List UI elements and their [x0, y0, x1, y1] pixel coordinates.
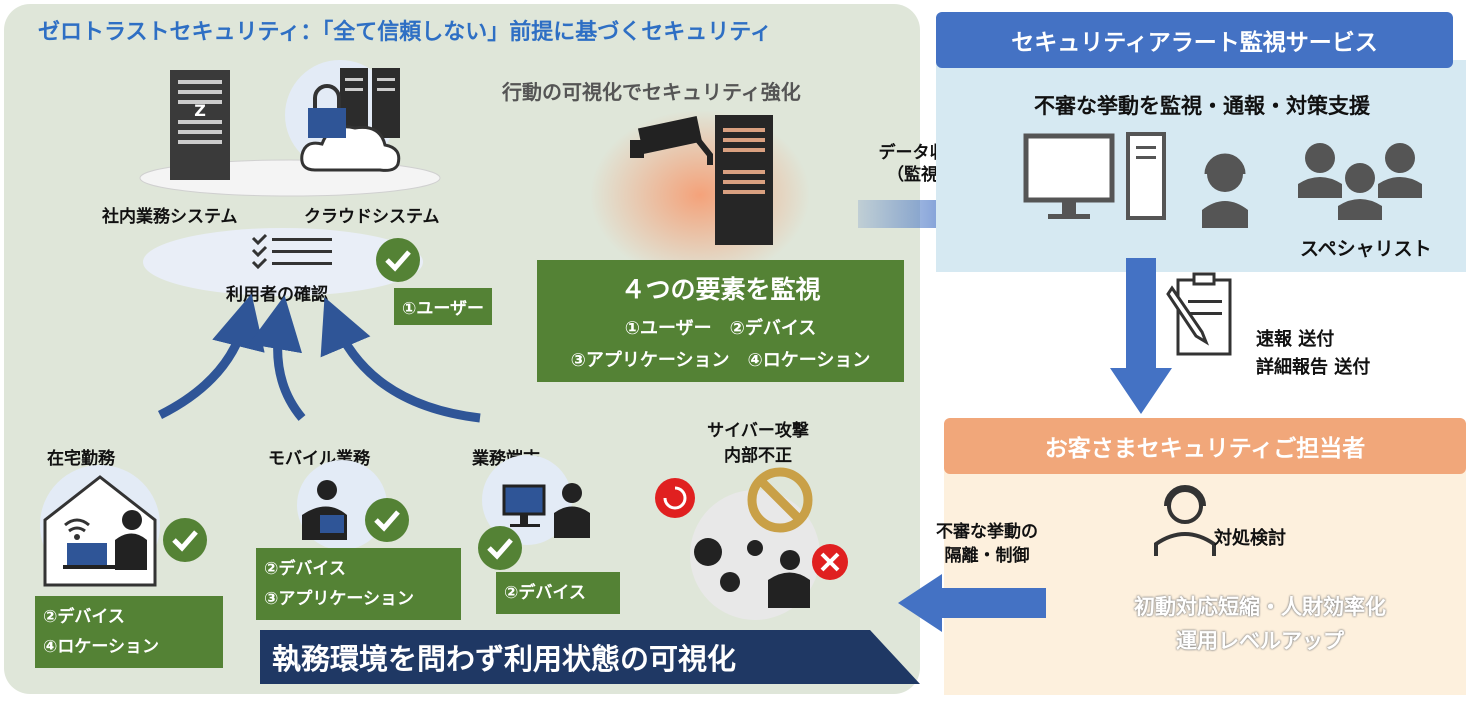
lock-icon: [308, 84, 346, 138]
server-platform-graphic: Z: [139, 60, 441, 197]
threats-graphic: [655, 467, 848, 620]
camera-icon: [630, 116, 713, 165]
monitor-elements-box: ４つの要素を監視 ①ユーザー ②デバイス ③アプリケーション ④ロケーション: [537, 260, 904, 382]
svg-text:Z: Z: [194, 101, 206, 120]
visualization-subtitle: 行動の可視化でセキュリティ強化: [502, 80, 801, 104]
verify-ellipse: [143, 228, 423, 296]
mobile-work-tags: ②デバイス ③アプリケーション: [256, 548, 461, 620]
hacker-icon: [768, 550, 810, 608]
zero-trust-title: ゼロトラストセキュリティ：「全て信頼しない」前提に基づくセキュリティ: [38, 20, 772, 45]
isolation-control-label: 隔離・制御: [944, 546, 1030, 566]
benefit-texts: 初動対応短縮・人財効率化 運用レベルアップ: [1050, 590, 1470, 658]
mobile-work-tag-device: ②デバイス: [264, 559, 346, 579]
check-circle-icon: [478, 526, 522, 570]
server-icon: [715, 115, 773, 245]
checklist-icon: [251, 233, 332, 270]
prohibited-icon: [747, 467, 813, 533]
person-tablet-icon: [302, 480, 347, 540]
virus-icon: [694, 538, 763, 592]
report-arrow: [1110, 258, 1172, 414]
user-tag: ①ユーザー: [394, 288, 493, 325]
monitor-elements-line1: ①ユーザー ②デバイス: [624, 318, 817, 339]
isolation-arrow: [898, 574, 1046, 632]
specialists-icon: [1298, 143, 1422, 220]
customer-security-panel: [944, 455, 1466, 695]
mobile-work-graphic: [297, 460, 409, 550]
error-x-icon: [812, 544, 848, 580]
report-labels: 速報 送付 詳細報告 送付: [1256, 326, 1370, 382]
refresh-alert-icon: [655, 478, 695, 518]
person-desktop-icon: [502, 483, 590, 538]
customer-security-header: お客さまセキュリティご担当者: [944, 418, 1466, 474]
pc-tower-icon: [1126, 132, 1166, 220]
benefit-line-1: 初動対応短縮・人財効率化: [1134, 595, 1386, 619]
in-house-system-label: 社内業務システム: [102, 207, 238, 227]
home-work-tag-device: ②デバイス: [43, 607, 125, 627]
detail-report-label: 詳細報告 送付: [1256, 357, 1371, 378]
monitoring-server-graphic: [590, 110, 810, 280]
alert-service-graphics: [1023, 132, 1422, 228]
home-work-graphic: [40, 465, 207, 587]
alert-service-header: セキュリティアラート監視サービス: [936, 12, 1453, 68]
home-work-tag-location: ④ロケーション: [43, 637, 160, 657]
insider-threat-label: 内部不正: [724, 446, 792, 466]
access-arrows: [157, 293, 481, 423]
bottom-banner-shape: [260, 630, 920, 684]
customer-operator-icon: [1154, 485, 1216, 556]
monitor-elements-line2: ③アプリケーション ④ロケーション: [570, 350, 871, 371]
business-terminal-tags: ②デバイス: [496, 572, 620, 614]
specialist-label: スペシャリスト: [1300, 238, 1432, 260]
check-circle-icon: [376, 238, 420, 282]
home-work-label: 在宅勤務: [47, 449, 115, 469]
business-terminal-tag-device: ②デバイス: [504, 583, 586, 603]
monitor-elements-title: ４つの要素を監視: [620, 275, 821, 304]
mobile-work-tag-app: ③アプリケーション: [264, 589, 415, 609]
benefit-line-2: 運用レベルアップ: [1176, 629, 1344, 653]
threat-labels: サイバー攻撃 内部不正: [688, 416, 828, 466]
person-laptop-icon: [63, 510, 147, 570]
home-work-tags: ②デバイス ④ロケーション: [35, 596, 223, 668]
monitor-icon: [1023, 133, 1115, 219]
suspicious-behavior-label: 不審な挙動の: [936, 522, 1038, 542]
isolation-labels: 不審な挙動の 隔離・制御: [912, 520, 1062, 568]
business-terminal-graphic: [478, 455, 590, 570]
countermeasure-label: 対処検討: [1214, 528, 1286, 549]
wifi-icon: [64, 518, 90, 540]
clipboard-pen-icon: [1166, 272, 1232, 356]
cyber-attack-label: サイバー攻撃: [707, 421, 809, 441]
bottom-banner-text: 執務環境を問わず利用状態の可視化: [272, 642, 737, 676]
headset-operator-icon: [1202, 153, 1248, 228]
check-circle-icon: [163, 518, 207, 562]
alert-service-subtitle: 不審な挙動を監視・通報・対策支援: [1034, 94, 1370, 118]
check-circle-icon: [365, 498, 409, 542]
server-icon: Z: [170, 70, 230, 180]
quick-report-label: 速報 送付: [1256, 329, 1335, 350]
cloud-system-label: クラウドシステム: [304, 207, 440, 227]
